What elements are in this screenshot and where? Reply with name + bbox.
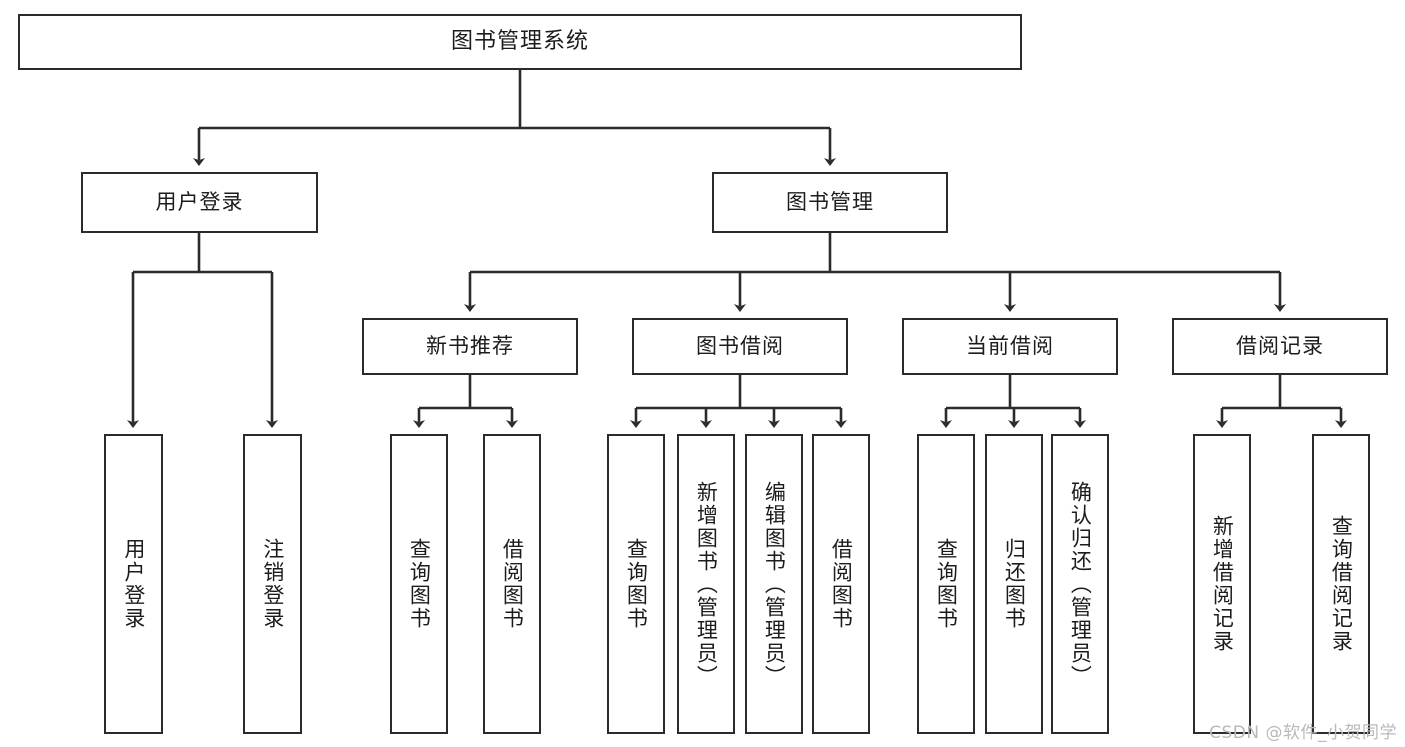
node-book-manage[interactable]: 图书管理: [712, 172, 948, 233]
node-new-book-recommend[interactable]: 新书推荐: [362, 318, 578, 375]
leaf-label: 查询图书: [624, 538, 649, 630]
node-leaf-edit-book[interactable]: 编辑图书（管理员）: [745, 434, 803, 734]
leaf-label: 新增图书（管理员）: [694, 480, 719, 688]
node-book-borrow[interactable]: 图书借阅: [632, 318, 848, 375]
node-leaf-query-book-1[interactable]: 查询图书: [390, 434, 448, 734]
node-leaf-user-login[interactable]: 用户登录: [104, 434, 163, 734]
node-leaf-query-book-2[interactable]: 查询图书: [607, 434, 665, 734]
node-leaf-query-book-3[interactable]: 查询图书: [917, 434, 975, 734]
leaf-label: 借阅图书: [829, 538, 854, 630]
leaf-label: 编辑图书（管理员）: [762, 480, 787, 688]
leaf-label: 注销登录: [260, 538, 285, 630]
leaf-label: 归还图书: [1002, 538, 1027, 630]
node-leaf-return-book[interactable]: 归还图书: [985, 434, 1043, 734]
node-current-borrow[interactable]: 当前借阅: [902, 318, 1118, 375]
leaf-label: 确认归还（管理员）: [1068, 480, 1093, 688]
node-leaf-borrow-book-1[interactable]: 借阅图书: [483, 434, 541, 734]
leaf-label: 查询借阅记录: [1329, 515, 1354, 653]
leaf-label: 借阅图书: [500, 538, 525, 630]
leaf-label: 新增借阅记录: [1210, 515, 1235, 653]
node-leaf-query-record[interactable]: 查询借阅记录: [1312, 434, 1370, 734]
node-user-login[interactable]: 用户登录: [81, 172, 318, 233]
node-leaf-borrow-book-2[interactable]: 借阅图书: [812, 434, 870, 734]
node-borrow-record[interactable]: 借阅记录: [1172, 318, 1388, 375]
node-leaf-confirm-return[interactable]: 确认归还（管理员）: [1051, 434, 1109, 734]
node-leaf-add-record[interactable]: 新增借阅记录: [1193, 434, 1251, 734]
node-leaf-logout-login[interactable]: 注销登录: [243, 434, 302, 734]
leaf-label: 查询图书: [934, 538, 959, 630]
leaf-label: 用户登录: [121, 538, 146, 630]
leaf-label: 查询图书: [407, 538, 432, 630]
node-leaf-add-book[interactable]: 新增图书（管理员）: [677, 434, 735, 734]
csdn-watermark: CSDN @软件_小贺同学: [1209, 723, 1397, 743]
node-root-system[interactable]: 图书管理系统: [18, 14, 1022, 70]
